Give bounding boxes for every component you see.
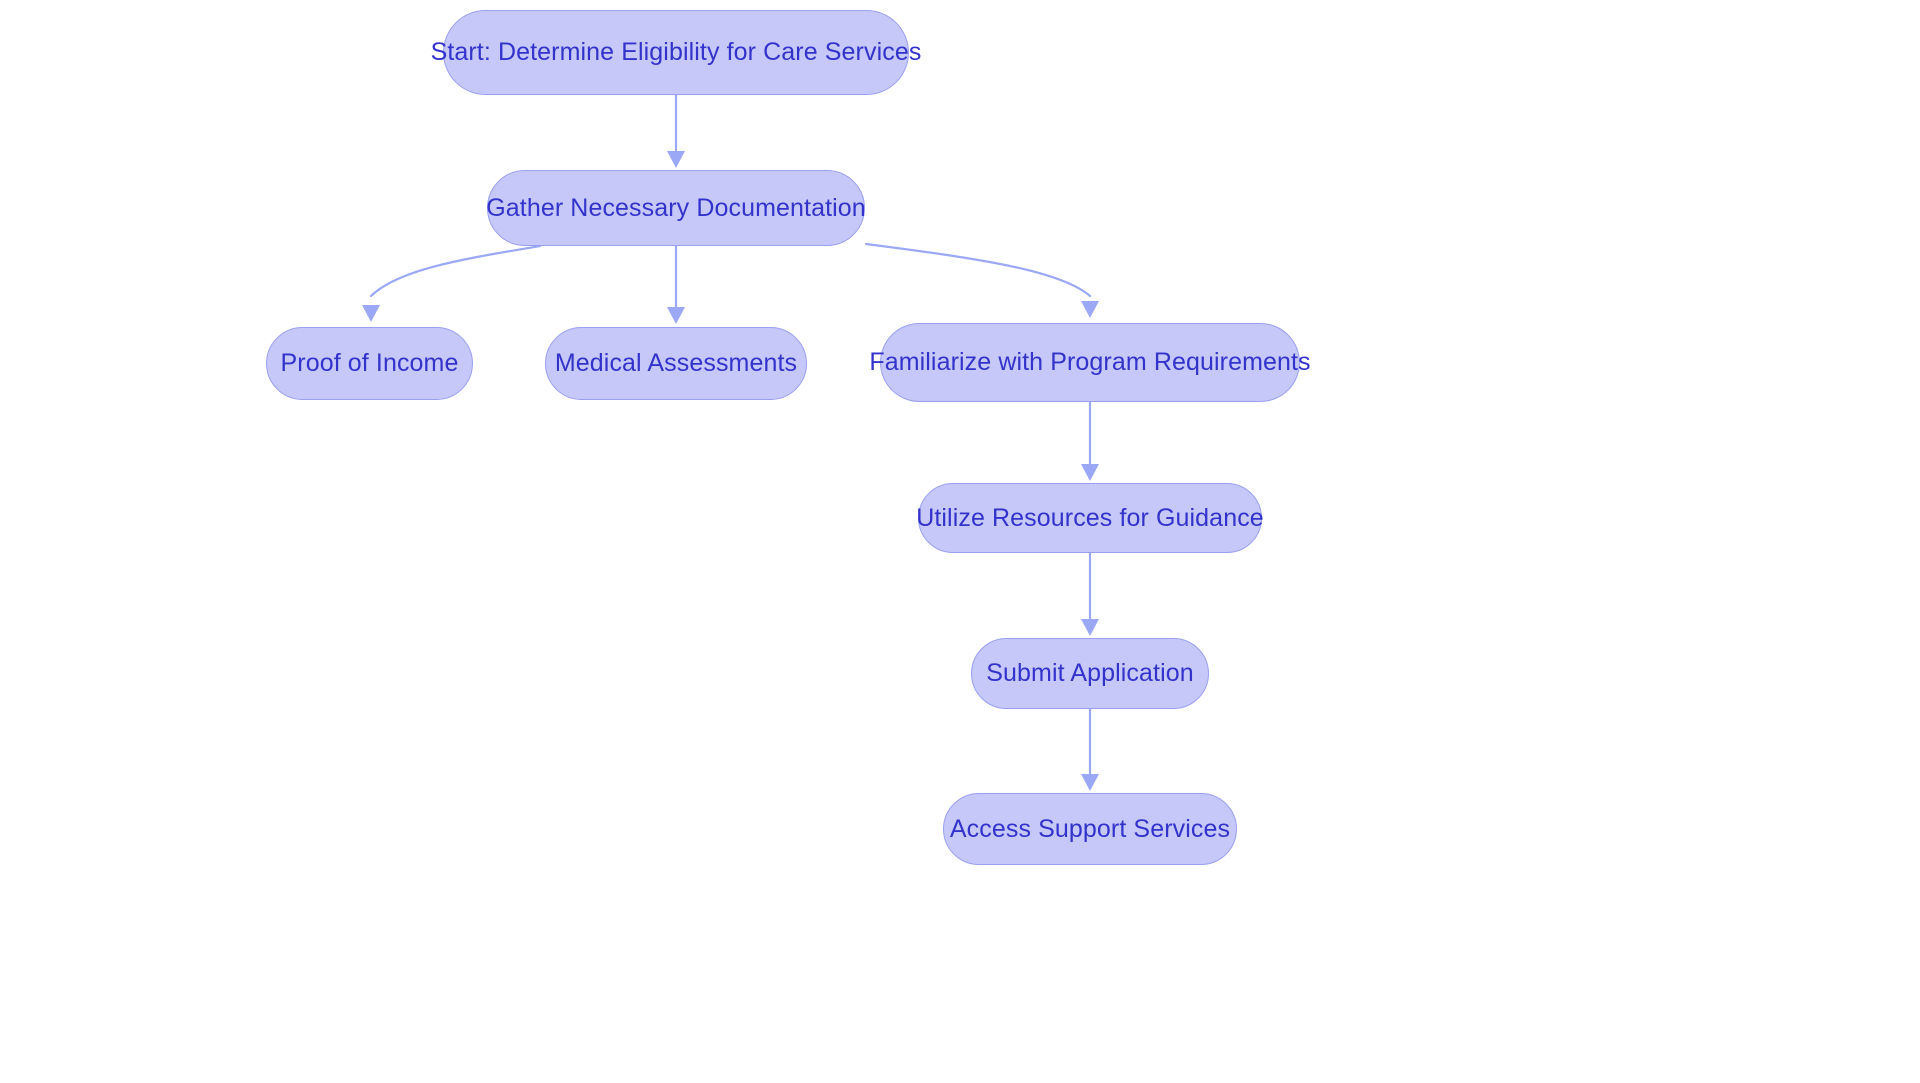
flow-node-submit[interactable]: Submit Application xyxy=(971,638,1209,709)
flow-node-gather[interactable]: Gather Necessary Documentation xyxy=(486,170,866,246)
flow-node-label: Familiarize with Program Requirements xyxy=(869,348,1311,376)
flow-edge xyxy=(1081,400,1099,481)
edge-arrowhead-icon xyxy=(1081,301,1099,318)
edge-arrowhead-icon xyxy=(1081,464,1099,481)
flow-node-utilize[interactable]: Utilize Resources for Guidance xyxy=(916,483,1264,553)
flow-node-label: Proof of Income xyxy=(280,349,459,377)
flow-node-label: Medical Assessments xyxy=(554,349,798,377)
edge-arrowhead-icon xyxy=(667,151,685,168)
flow-node-start[interactable]: Start: Determine Eligibility for Care Se… xyxy=(431,10,921,95)
flow-edge xyxy=(864,242,1099,318)
edge-line xyxy=(369,244,542,298)
flow-edge xyxy=(667,93,685,168)
flow-node-label: Utilize Resources for Guidance xyxy=(916,503,1264,532)
edge-arrowhead-icon xyxy=(1081,619,1099,636)
edge-arrowhead-icon xyxy=(362,305,380,322)
flow-node-label: Access Support Services xyxy=(949,814,1231,843)
flow-node-proof[interactable]: Proof of Income xyxy=(266,327,473,400)
flow-node-medical[interactable]: Medical Assessments xyxy=(545,327,807,400)
flow-node-label: Submit Application xyxy=(986,659,1194,687)
flow-node-familiarize[interactable]: Familiarize with Program Requirements xyxy=(869,323,1311,402)
flow-node-access[interactable]: Access Support Services xyxy=(943,793,1237,865)
flow-edge xyxy=(667,244,685,324)
flow-edge xyxy=(1081,707,1099,791)
flow-node-label: Gather Necessary Documentation xyxy=(486,193,866,222)
flow-node-label: Start: Determine Eligibility for Care Se… xyxy=(430,38,922,66)
flow-edge xyxy=(1081,551,1099,636)
flow-edge xyxy=(362,244,542,322)
edge-line xyxy=(864,242,1092,298)
edge-arrowhead-icon xyxy=(1081,774,1099,791)
edge-arrowhead-icon xyxy=(667,307,685,324)
